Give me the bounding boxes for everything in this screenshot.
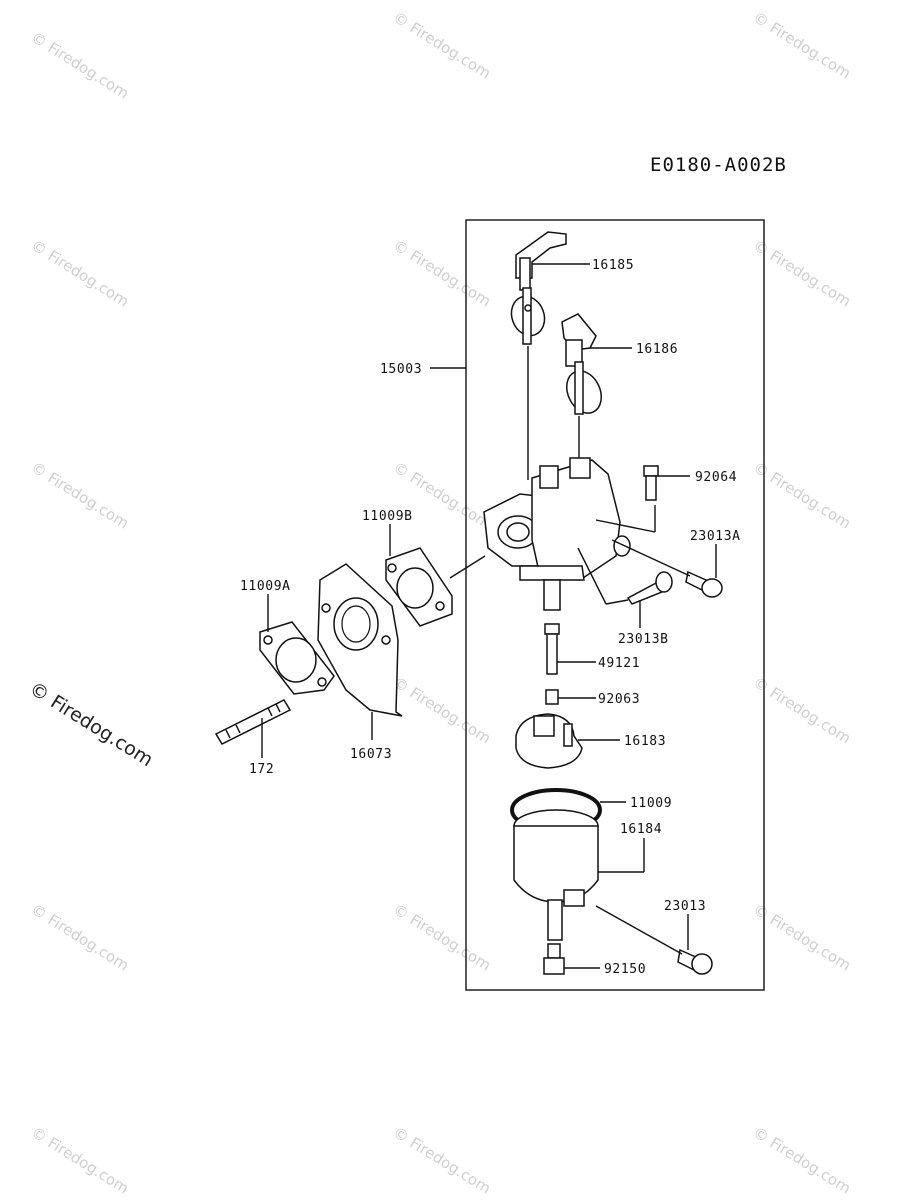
part-label-16184: 16184	[620, 822, 662, 837]
watermark: © Firedog.com	[390, 673, 494, 747]
part-label-11009a: 11009A	[240, 579, 291, 594]
watermark: © Firedog.com	[28, 900, 132, 974]
part-label-15003: 15003	[380, 362, 422, 377]
gasket-11009b-part	[385, 547, 453, 627]
watermark: © Firedog.com	[750, 236, 854, 310]
part-label-92064: 92064	[695, 470, 737, 485]
part-label-92063: 92063	[598, 692, 640, 707]
part-label-16186: 16186	[636, 342, 678, 357]
gasket-11009a-part	[259, 621, 335, 695]
part-label-23013a: 23013A	[690, 529, 741, 544]
watermark: © Firedog.com	[750, 900, 854, 974]
screw-92064-part	[595, 465, 659, 533]
choke-lever-part	[510, 231, 567, 480]
throttle-lever-part	[561, 313, 602, 460]
part-label-49121: 49121	[598, 656, 640, 671]
screw-23013-part	[595, 905, 713, 975]
watermark: © Firedog.com	[750, 8, 854, 82]
assembly-box	[465, 219, 765, 991]
screw-23013a-part	[611, 539, 723, 598]
needle-jet-part	[544, 623, 560, 675]
jet-92063-part	[545, 689, 559, 705]
float-part	[515, 713, 583, 769]
part-label-11009: 11009	[630, 796, 672, 811]
leader-lines	[261, 263, 717, 969]
part-labels: 16185 16186 15003 92064 23013A 11009B 11…	[240, 258, 741, 977]
float-bowl-part	[513, 809, 599, 941]
part-label-92150: 92150	[604, 962, 646, 977]
insulator-part	[317, 563, 403, 717]
watermark: © Firedog.com	[28, 1123, 132, 1197]
drain-bolt-part	[543, 943, 565, 975]
watermark-large: © Firedog.com	[25, 678, 156, 772]
part-label-11009b: 11009B	[362, 509, 413, 524]
stud-part	[214, 699, 292, 745]
part-label-16185: 16185	[592, 258, 634, 273]
part-label-16183: 16183	[624, 734, 666, 749]
watermark: © Firedog.com	[28, 458, 132, 532]
carburetor-body-part	[449, 457, 631, 611]
screw-23013b-part	[577, 547, 673, 605]
watermark: © Firedog.com	[750, 458, 854, 532]
part-label-172: 172	[249, 762, 274, 777]
part-label-16073: 16073	[350, 747, 392, 762]
diagram-code: E0180-A002B	[650, 154, 787, 176]
watermark: © Firedog.com	[390, 8, 494, 82]
watermark: © Firedog.com	[390, 236, 494, 310]
part-label-23013b: 23013B	[618, 632, 669, 647]
watermark: © Firedog.com	[750, 673, 854, 747]
watermark: © Firedog.com	[390, 1123, 494, 1197]
watermark: © Firedog.com	[750, 1123, 854, 1197]
part-label-23013: 23013	[664, 899, 706, 914]
watermark: © Firedog.com	[390, 900, 494, 974]
watermark: © Firedog.com	[28, 28, 132, 102]
watermark: © Firedog.com	[28, 236, 132, 310]
